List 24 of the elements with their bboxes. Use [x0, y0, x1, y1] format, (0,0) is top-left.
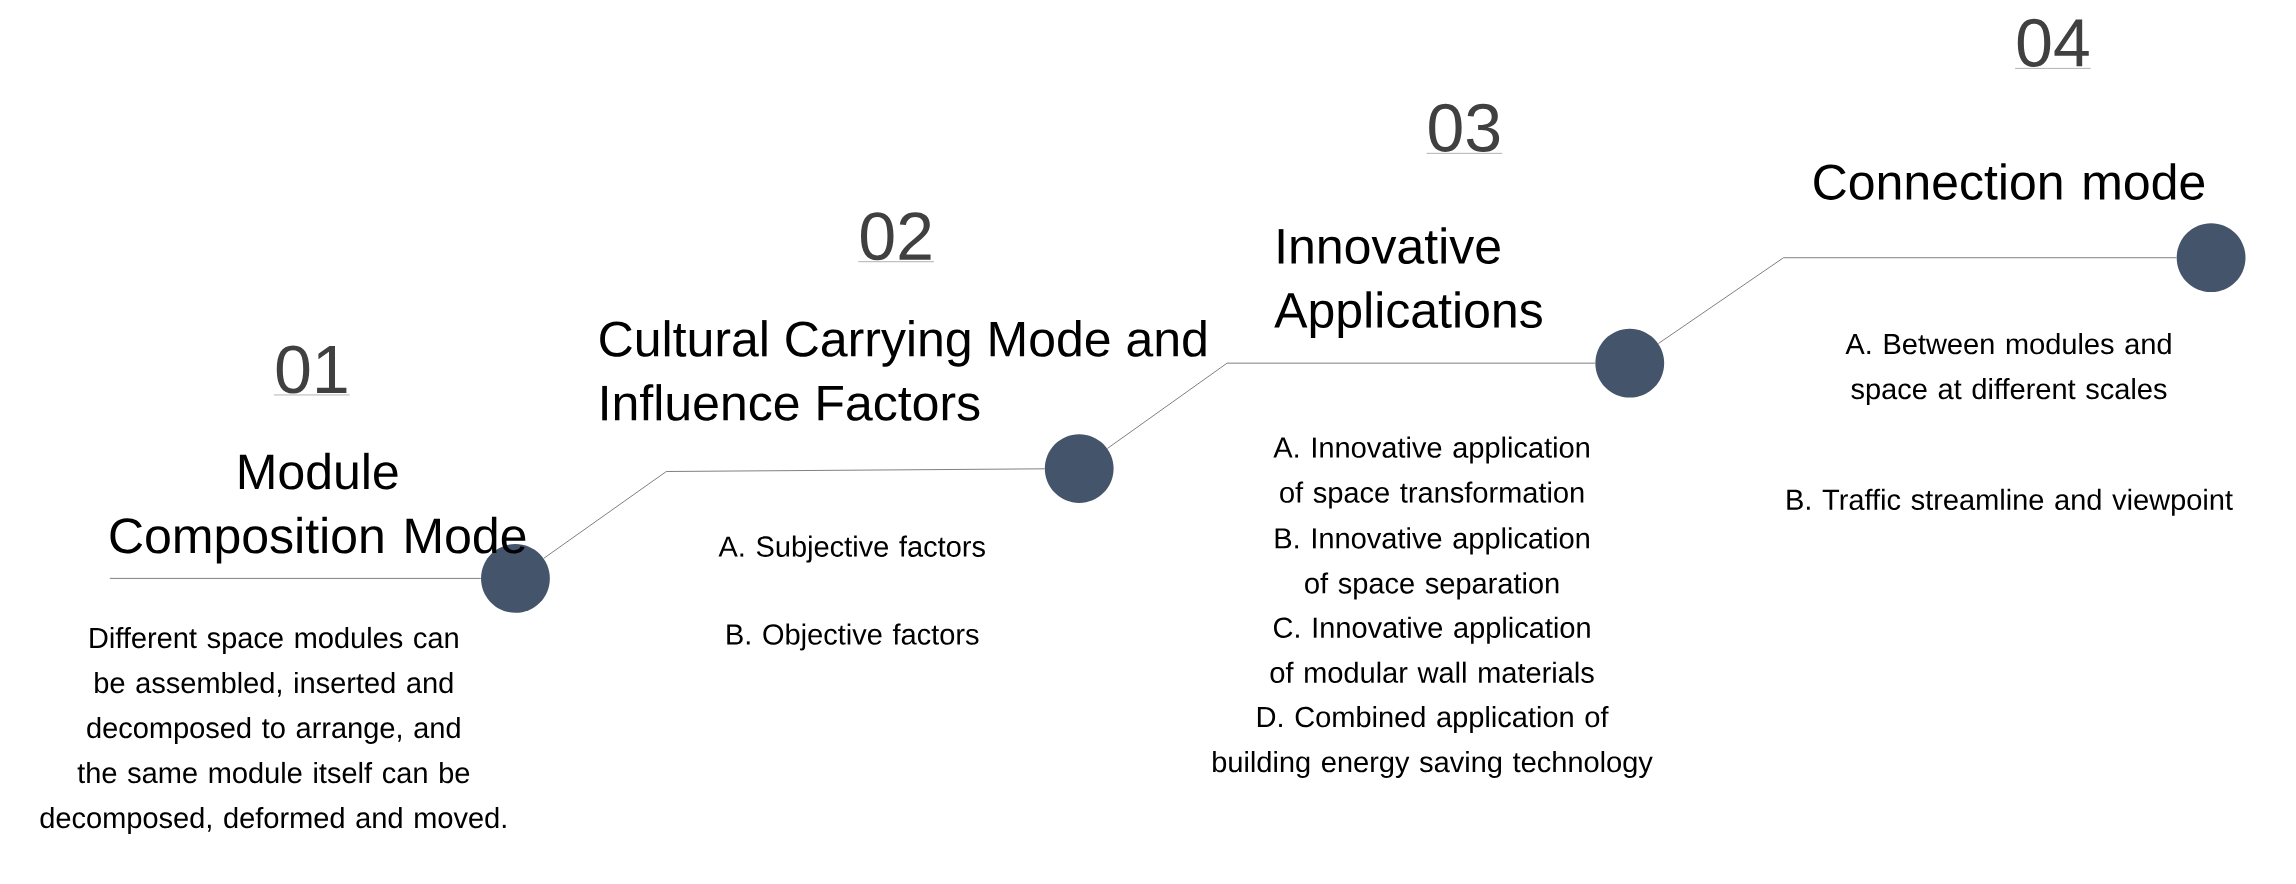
description-text: D. Combined application of building energy saving technology [1213, 705, 1653, 778]
description-text: B. Innovative application of space separation [1275, 527, 1589, 600]
connector-line [1106, 362, 1596, 449]
description-text: B. Objective factors [727, 623, 979, 651]
step-number: 01 [273, 345, 350, 395]
step-number: 04 [2014, 18, 2091, 69]
step-dot [2176, 223, 2246, 292]
description-text: B. Traffic streamline and viewpoint [1787, 488, 2233, 516]
connector-line [543, 468, 1046, 559]
description-text: A. Between modules and space at different scales [1845, 332, 2171, 405]
heading-text: Module Composition Mode [110, 452, 526, 564]
step-number: 02 [858, 211, 935, 262]
description-text: A. Innovative application of space transformation [1273, 436, 1589, 509]
description-text: C. Innovative application of modular wall materials [1270, 616, 1594, 683]
heading-text: Cultural Carrying Mode and Influence Factors [600, 319, 1206, 421]
step-dot [1044, 433, 1114, 503]
description-text: Different space modules can be assembled, inserted and decomposed to arrange, and the same module itself can be decomposed, deformed and moved. [40, 626, 506, 834]
step-number: 03 [1426, 103, 1503, 154]
step-dot [1595, 328, 1665, 398]
heading-text: Innovative Applications [1274, 227, 1542, 338]
connector-line [1657, 257, 2177, 344]
description-text: A. Subjective factors [718, 535, 985, 563]
heading-text: Connection mode [1814, 163, 2205, 200]
connector-line [109, 577, 482, 579]
